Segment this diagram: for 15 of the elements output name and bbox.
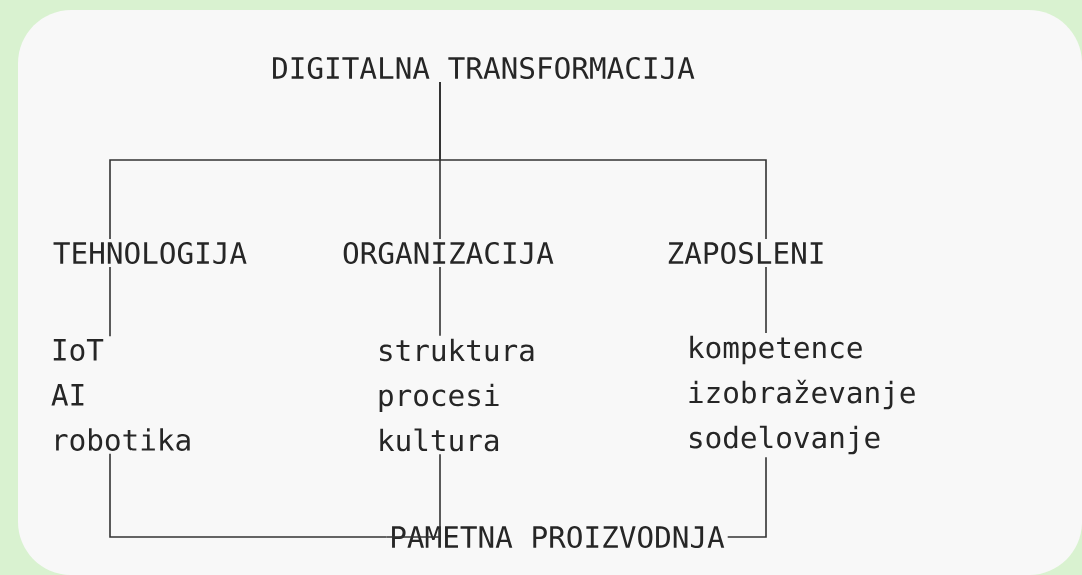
item-list: IoT AI robotika	[48, 336, 195, 454]
connector-line	[726, 456, 767, 538]
connector-line	[439, 266, 441, 337]
result-label: PAMETNA PROIZVODNJA	[386, 523, 728, 551]
item-list: struktura procesi kultura	[374, 336, 539, 454]
category-label: ORGANIZACIJA	[339, 239, 557, 267]
connector-line	[109, 266, 111, 337]
heading-text: DIGITALNA TRANSFORMACIJA	[268, 54, 698, 82]
connector-line	[385, 453, 441, 538]
item-list: kompetence izobraževanje sodelovanje	[684, 333, 920, 457]
category-label: TEHNOLOGIJA	[50, 239, 250, 267]
connector-line	[765, 266, 767, 334]
connector-line	[439, 81, 767, 240]
category-label: ZAPOSLENI	[663, 239, 829, 267]
connector-line	[109, 453, 388, 538]
